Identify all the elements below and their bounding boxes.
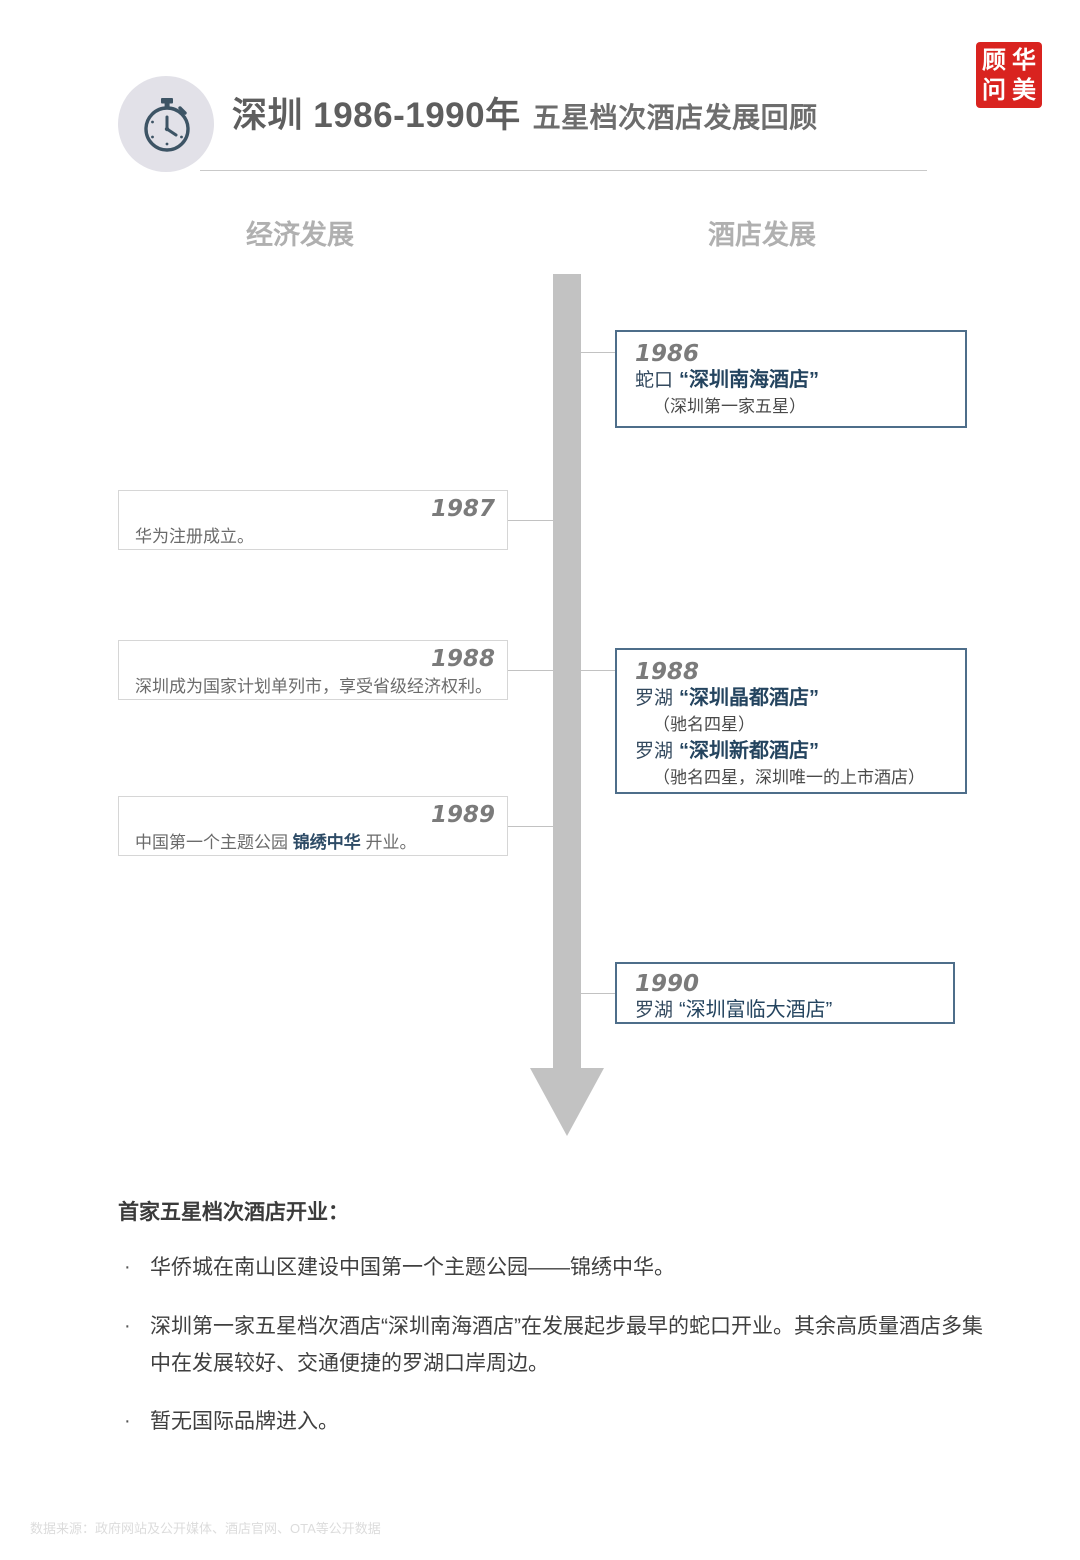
hotel-district: 蛇口 <box>635 370 674 392</box>
list-item: · 华侨城在南山区建设中国第一个主题公园——锦绣中华。 <box>118 1250 998 1287</box>
seal-char-2: 美 <box>1012 75 1036 104</box>
bullet-icon: · <box>124 1256 131 1278</box>
hotel-name: “深圳富临大酒店” <box>679 999 833 1022</box>
page-title-main: 深圳 1986-1990年 <box>232 96 521 135</box>
page-title: 深圳 1986-1990年五星档次酒店发展回顾 <box>232 98 818 133</box>
hotel-event-year: 1986 <box>635 341 700 367</box>
column-header-hotel: 酒店发展 <box>708 220 816 250</box>
economy-text-before: 华为注册成立。 <box>135 527 254 547</box>
connector-1990 <box>581 993 615 994</box>
note-text: 深圳第一家五星档次酒店“深圳南海酒店”在发展起步最早的蛇口开业。其余高质量酒店多… <box>150 1314 983 1375</box>
seal-char-1: 华 <box>1012 45 1036 74</box>
economy-event-card-1989[interactable]: 1989 中国第一个主题公园 锦绣中华 开业。 <box>118 796 508 856</box>
hotel-event-note: （深圳第一家五星） <box>653 397 806 417</box>
column-header-economy: 经济发展 <box>246 220 354 250</box>
list-item: · 深圳第一家五星档次酒店“深圳南海酒店”在发展起步最早的蛇口开业。其余高质量酒… <box>118 1309 998 1383</box>
economy-event-card-1988[interactable]: 1988 深圳成为国家计划单列市，享受省级经济权利。 <box>118 640 508 700</box>
economy-event-year: 1987 <box>430 496 495 522</box>
economy-event-year: 1988 <box>430 646 495 672</box>
hotel-name: “深圳南海酒店” <box>679 369 820 392</box>
connector-1987 <box>508 520 553 521</box>
economy-event-card-1987[interactable]: 1987 华为注册成立。 <box>118 490 508 550</box>
timeline-arrow <box>530 274 604 1136</box>
economy-text-before: 深圳成为国家计划单列市，享受省级经济权利。 <box>135 677 492 697</box>
bullet-icon: · <box>124 1314 131 1337</box>
hotel-event-line: 罗湖“深圳晶都酒店” <box>617 684 965 713</box>
huamei-consulting-seal-logo: 华 美 顾 问 <box>976 42 1042 108</box>
hotel-event-card-1988[interactable]: 1988 罗湖“深圳晶都酒店” （驰名四星） 罗湖“深圳新都酒店” （驰名四星，… <box>615 648 967 794</box>
hotel-event-year: 1990 <box>635 971 700 997</box>
note-text: 暂无国际品牌进入。 <box>150 1410 339 1434</box>
hotel-event-card-1986[interactable]: 1986 蛇口“深圳南海酒店” （深圳第一家五星） <box>615 330 967 428</box>
stopwatch-icon <box>118 76 214 172</box>
hotel-event-note: （驰名四星，深圳唯一的上市酒店） <box>653 767 925 787</box>
hotel-district: 罗湖 <box>635 740 674 762</box>
page-header: 深圳 1986-1990年五星档次酒店发展回顾 华 美 顾 问 <box>0 0 1080 190</box>
list-item: · 暂无国际品牌进入。 <box>118 1404 998 1441</box>
title-divider <box>200 170 927 171</box>
economy-event-year: 1989 <box>430 802 495 828</box>
hotel-event-line: 罗湖“深圳富临大酒店” <box>617 996 953 1025</box>
seal-char-3: 顾 <box>982 45 1006 74</box>
connector-1986 <box>581 352 615 353</box>
summary-notes: 首家五星档次酒店开业： · 华侨城在南山区建设中国第一个主题公园——锦绣中华。 … <box>118 1196 998 1463</box>
economy-text-before: 中国第一个主题公园 <box>135 833 293 853</box>
connector-1989 <box>508 826 553 827</box>
hotel-name: “深圳新都酒店” <box>679 739 820 762</box>
page-title-sub: 五星档次酒店发展回顾 <box>532 102 818 133</box>
hotel-event-year: 1988 <box>635 659 700 685</box>
connector-1988-left <box>508 670 553 671</box>
economy-event-text: 深圳成为国家计划单列市，享受省级经济权利。 <box>119 675 507 699</box>
hotel-district: 罗湖 <box>635 688 674 710</box>
hotel-event-card-1990[interactable]: 1990 罗湖“深圳富临大酒店” <box>615 962 955 1024</box>
note-text: 华侨城在南山区建设中国第一个主题公园——锦绣中华。 <box>150 1256 675 1279</box>
economy-text-emphasis: 锦绣中华 <box>292 833 361 853</box>
economy-event-text: 华为注册成立。 <box>119 525 507 549</box>
connector-1988-right <box>581 670 615 671</box>
hotel-event-note: （驰名四星） <box>653 715 755 735</box>
economy-event-text: 中国第一个主题公园 锦绣中华 开业。 <box>119 831 507 855</box>
hotel-district: 罗湖 <box>635 1000 674 1022</box>
hotel-name: “深圳晶都酒店” <box>679 687 820 710</box>
data-source-footer: 数据来源：政府网站及公开媒体、酒店官网、OTA等公开数据 <box>30 1521 381 1536</box>
economy-text-after: 开业。 <box>360 833 417 853</box>
hotel-event-line: 蛇口“深圳南海酒店” <box>617 366 965 395</box>
notes-heading: 首家五星档次酒店开业： <box>118 1201 349 1224</box>
hotel-event-line: 罗湖“深圳新都酒店” <box>617 737 965 766</box>
bullet-icon: · <box>124 1410 131 1433</box>
seal-char-4: 问 <box>982 75 1006 104</box>
